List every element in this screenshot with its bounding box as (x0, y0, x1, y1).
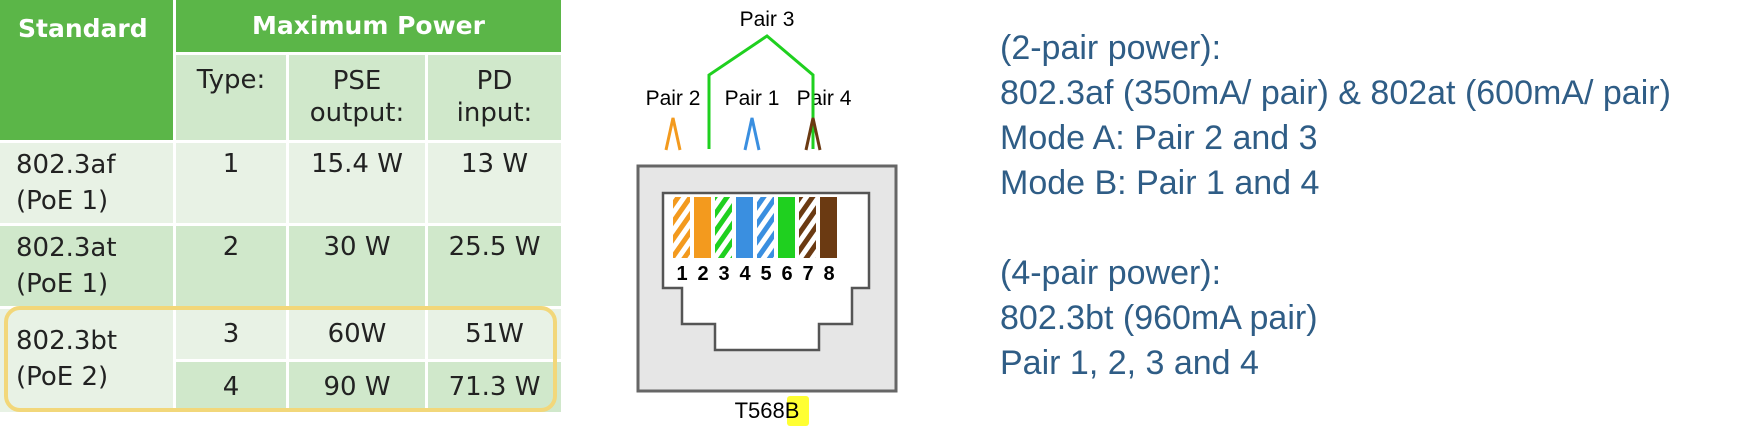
row3-standard-line1: 802.3bt (16, 326, 118, 356)
note-line-7: 802.3bt (960mA pair) (1000, 299, 1318, 337)
note-spacer (1000, 206, 1750, 251)
wire-group (673, 197, 837, 258)
pin-number-5: 5 (760, 263, 771, 285)
power-notes: (2-pair power): 802.3af (350mA/ pair) & … (1000, 26, 1750, 386)
row2-standard-line1: 802.3at (16, 233, 117, 263)
caption-suffix: B (785, 398, 800, 423)
wire-3-white-green (715, 197, 732, 258)
pair2-chevron (664, 117, 682, 151)
wire-2-orange (694, 197, 711, 258)
pin-number-2: 2 (697, 263, 708, 285)
row1-standard: 802.3af (PoE 1) (0, 143, 173, 223)
header-pd-line1: PD (476, 66, 513, 96)
header-pd-line2: input: (456, 98, 533, 128)
row3-standard: 802.3bt (PoE 2) (0, 309, 173, 412)
header-maximum-power: Maximum Power (176, 0, 561, 52)
wire-1-white-orange (673, 197, 690, 258)
caption-prefix: T568 (735, 398, 785, 423)
pair3-label: Pair 3 (740, 8, 795, 31)
header-type-label: Type: (196, 65, 266, 95)
pair1-label: Pair 1 (725, 87, 780, 110)
note-line-2: 802.3af (350mA/ pair) & 802at (600mA/ pa… (1000, 74, 1671, 112)
rj45-t568b-diagram: Pair 3 Pair 2 Pair 1 Pair 4 1 2 3 4 5 6 … (636, 8, 898, 426)
pin-number-7: 7 (802, 263, 813, 285)
header-pse-line1: PSE (332, 66, 382, 96)
pair2-label: Pair 2 (646, 87, 701, 110)
row4-pd: 71.3 W (428, 362, 561, 412)
row1-standard-line1: 802.3af (16, 150, 116, 180)
wire-4-blue (736, 197, 753, 258)
header-standard: Standard (0, 0, 173, 140)
row1-pse: 15.4 W (289, 143, 425, 223)
pair4-label: Pair 4 (797, 87, 852, 110)
row2-type: 2 (176, 226, 286, 306)
row1-pd: 13 W (428, 143, 561, 223)
wire-7-white-brown (799, 197, 816, 258)
header-type: Type: (176, 55, 286, 140)
note-line-6: (4-pair power): (1000, 254, 1222, 292)
row3-standard-line2: (PoE 2) (16, 362, 109, 392)
row3-type: 3 (176, 309, 286, 359)
pair4-chevron (804, 117, 822, 151)
row2-pse: 30 W (289, 226, 425, 306)
note-line-3: Mode A: Pair 2 and 3 (1000, 119, 1318, 157)
pin-number-1: 1 (676, 263, 687, 285)
jack-socket (661, 191, 871, 352)
row1-type: 1 (176, 143, 286, 223)
poe-standards-table: Standard Maximum Power Type: PSE output:… (0, 0, 561, 412)
row2-standard: 802.3at (PoE 1) (0, 226, 173, 306)
note-line-4: Mode B: Pair 1 and 4 (1000, 164, 1320, 202)
header-pse-line2: output: (309, 98, 405, 128)
pin-number-6: 6 (781, 263, 792, 285)
pin-number-8: 8 (823, 263, 834, 285)
pin-number-4: 4 (739, 263, 751, 285)
wire-5-white-blue (757, 197, 774, 258)
row4-pse: 90 W (289, 362, 425, 412)
pair1-chevron (743, 117, 761, 151)
caption: T568B (735, 398, 800, 423)
wire-6-green (778, 197, 795, 258)
pin-number-3: 3 (718, 263, 729, 285)
row3-pd: 51W (428, 309, 561, 359)
caption-highlight (787, 396, 809, 426)
header-pd-input: PD input: (428, 55, 561, 140)
pair3-wire (707, 34, 815, 149)
row2-pd: 25.5 W (428, 226, 561, 306)
note-line-1: (2-pair power): (1000, 29, 1222, 67)
row3-pse: 60W (289, 309, 425, 359)
note-line-8: Pair 1, 2, 3 and 4 (1000, 344, 1259, 382)
wire-8-brown (820, 197, 837, 258)
row1-standard-line2: (PoE 1) (16, 186, 109, 216)
row4-type: 4 (176, 362, 286, 412)
row2-standard-line2: (PoE 1) (16, 269, 109, 299)
header-pse-output: PSE output: (289, 55, 425, 140)
